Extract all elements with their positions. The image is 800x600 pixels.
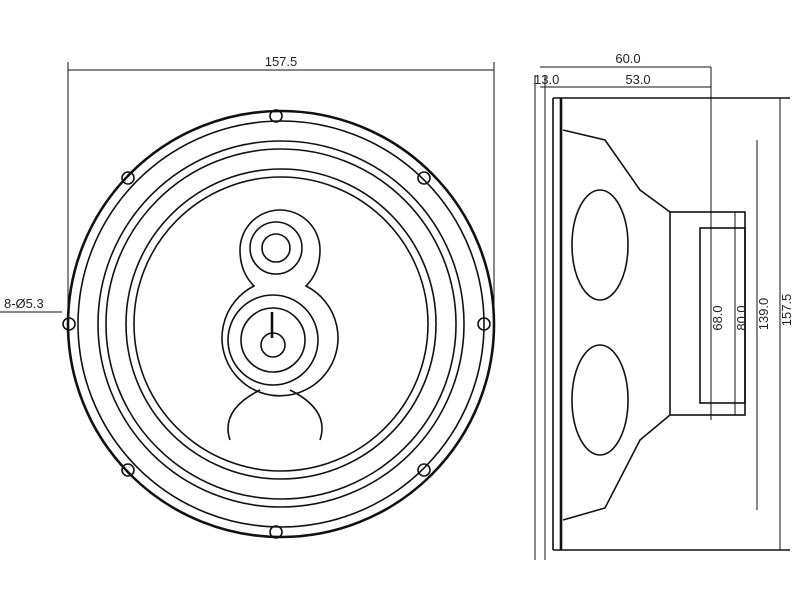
vertical-dimension-labels: 68.0 80.0 139.0 157.5: [710, 294, 794, 331]
frame-rings: [66, 109, 496, 539]
holes-label: 8-Ø5.3: [4, 296, 44, 311]
side-view: 60.0 53.0 13.0 68.0 80.0 139.0 157.5: [534, 51, 794, 560]
depth-total-label: 60.0: [615, 51, 640, 66]
holes-dimension: 8-Ø5.3: [0, 296, 62, 313]
dim-80: 80.0: [734, 305, 749, 330]
mounting-holes: [62, 109, 491, 539]
diameter-dimension: 157.5: [67, 54, 495, 330]
dim-139: 139.0: [756, 298, 771, 331]
dim-68: 68.0: [710, 305, 725, 330]
depth-body-label: 53.0: [625, 72, 650, 87]
tweeter-assembly: [221, 209, 339, 441]
diameter-label: 157.5: [265, 54, 298, 69]
depth-dimensions: 60.0 53.0 13.0: [534, 51, 711, 560]
front-view: 157.5 8-Ø5.3: [0, 54, 496, 539]
dim-157: 157.5: [779, 294, 794, 327]
flange-label: 13.0: [534, 72, 559, 87]
speaker-profile: [552, 67, 790, 551]
